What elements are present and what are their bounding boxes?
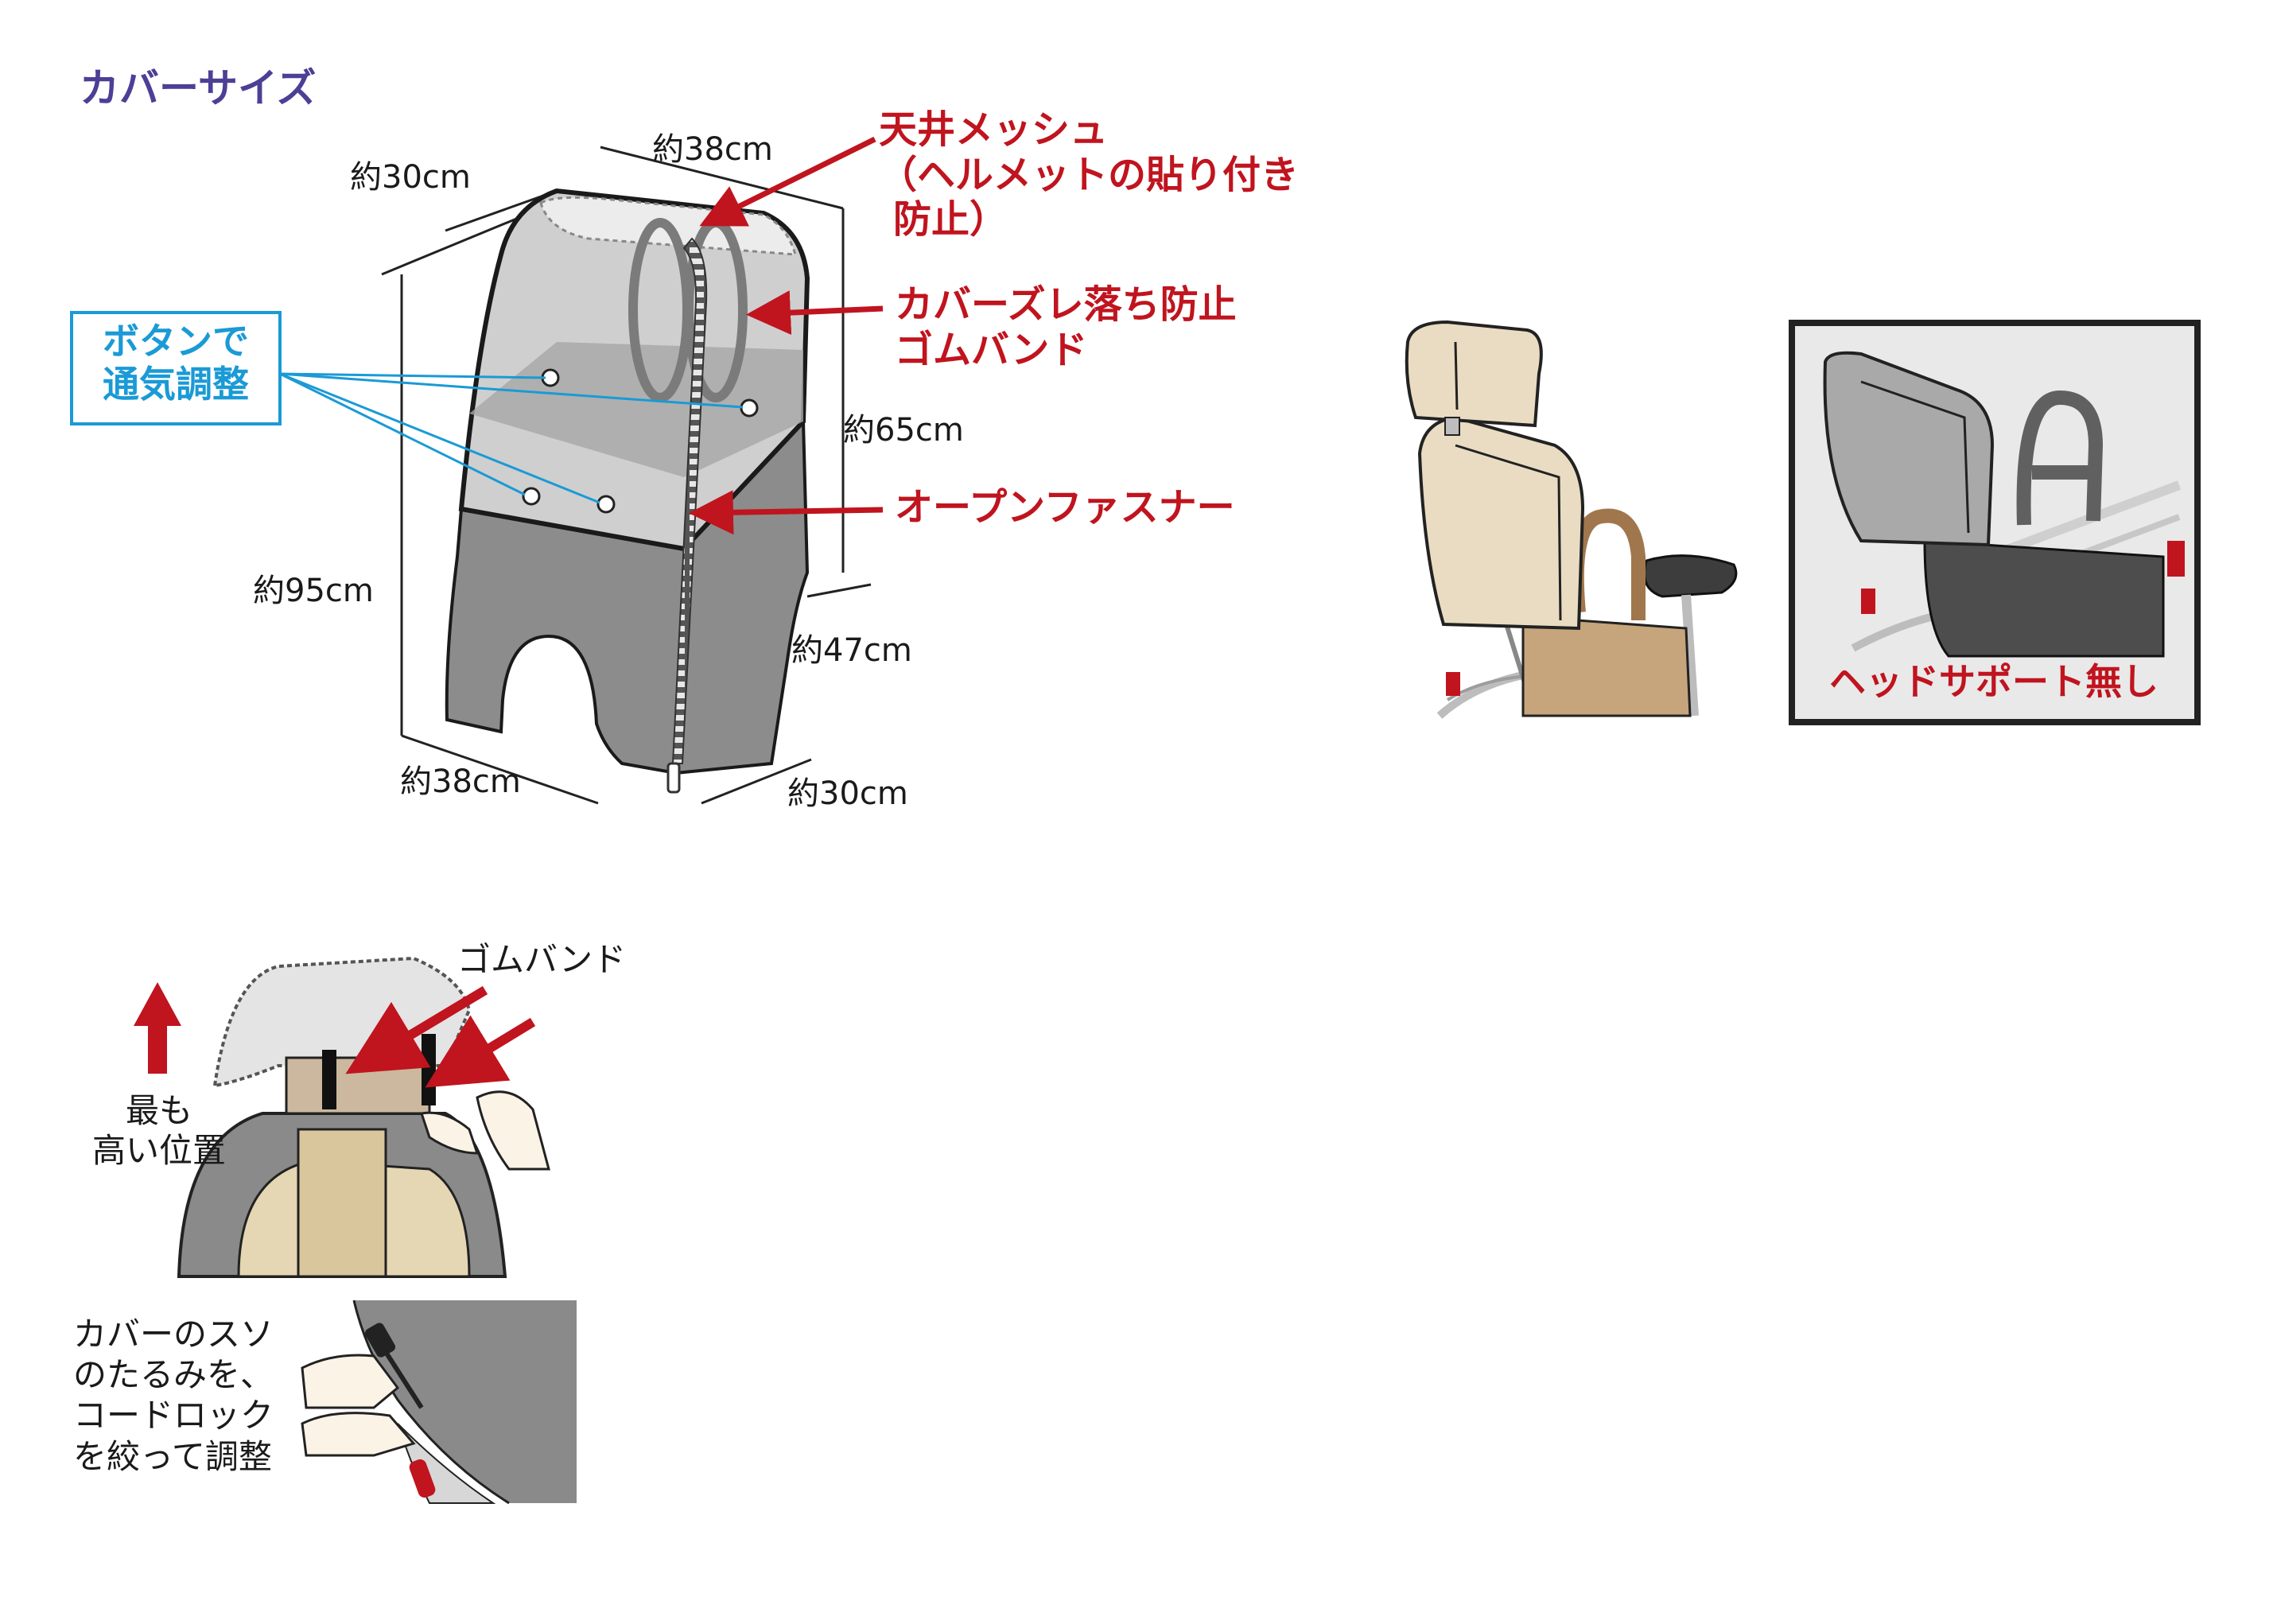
- label-hem-line2: のたるみを、: [73, 1355, 274, 1395]
- cover-lower-body: [445, 418, 810, 775]
- dim-height-upper: 約65cm: [843, 412, 964, 449]
- seat-without-headrest: [1789, 320, 2201, 725]
- cover-size-diagram: [70, 136, 884, 805]
- dim-bottom-width: 約38cm: [400, 763, 521, 800]
- callout-rubber-band: カバーズレ落ち防止 ゴムバンド: [895, 282, 1237, 372]
- label-hem-line4: を絞って調整: [73, 1436, 272, 1476]
- callout-vent-line2: 通気調整: [103, 363, 249, 406]
- zipper-pull: [666, 762, 681, 794]
- callout-rubber-band-line2: ゴムバンド: [895, 327, 1088, 372]
- dimension-lines: [381, 146, 872, 805]
- dim-bottom-depth: 約30cm: [787, 775, 908, 812]
- callout-vent-buttons: ボタンで 通気調整: [73, 320, 278, 406]
- label-hem-adjust: カバーのスソ のたるみを、 コードロック を絞って調整: [73, 1314, 274, 1477]
- callout-vent-line1: ボタンで: [103, 320, 249, 363]
- label-highest-line1: 最も: [125, 1091, 192, 1130]
- callout-arrows: [689, 136, 884, 535]
- dim-height-total: 約95cm: [253, 573, 374, 609]
- label-hem-line1: カバーのスソ: [73, 1315, 274, 1354]
- label-rubber-band: ゴムバンド: [457, 940, 627, 979]
- callout-ceiling-mesh-line3: 防止）: [893, 197, 1008, 243]
- callout-open-zipper: オープンファスナー: [895, 485, 1235, 530]
- label-no-headrest: ヘッドサポート無し: [1829, 660, 2158, 703]
- page-title: カバーサイズ: [80, 65, 317, 111]
- vent-label-box: [70, 311, 282, 425]
- label-hem-line3: コードロック: [73, 1396, 274, 1436]
- label-highest-line2: 高い位置: [91, 1130, 226, 1170]
- callout-ceiling-mesh-line2: （ヘルメットの貼り付き: [879, 152, 1300, 197]
- callout-rubber-band-line1: カバーズレ落ち防止: [895, 282, 1237, 327]
- seat-with-headrest: [1405, 320, 1738, 719]
- dim-top-width: 約38cm: [652, 131, 773, 168]
- dim-bottom-height: 約47cm: [791, 632, 912, 669]
- callout-ceiling-mesh: 天井メッシュ （ヘルメットの貼り付き 防止）: [879, 107, 1299, 243]
- dim-top-depth: 約30cm: [350, 159, 471, 196]
- hem-illustration: [301, 1300, 577, 1505]
- callout-ceiling-mesh-line1: 天井メッシュ: [879, 107, 1109, 152]
- install-illustration: [134, 956, 550, 1278]
- label-highest-position: 最も 高い位置: [72, 1091, 247, 1170]
- vent-leader-lines: [279, 372, 744, 504]
